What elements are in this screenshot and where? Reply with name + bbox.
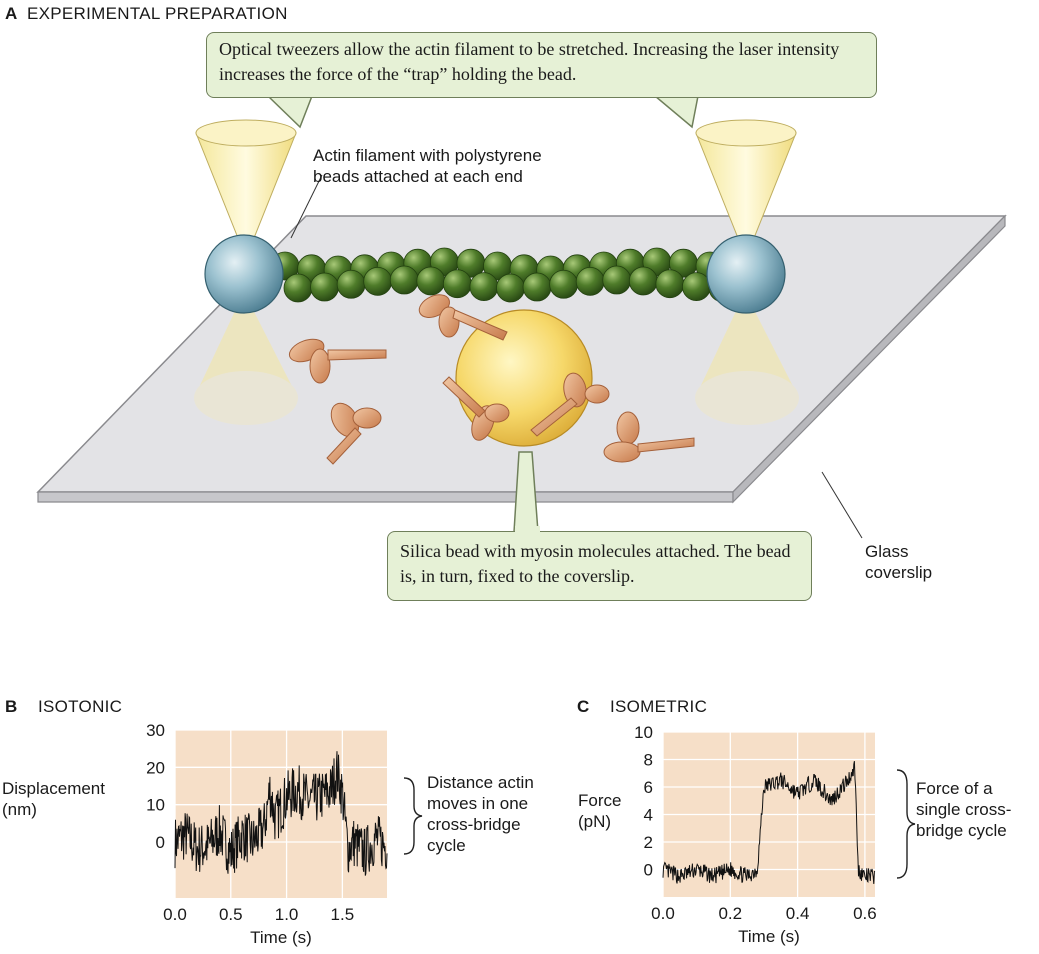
panel-c-title: ISOMETRIC — [610, 697, 708, 716]
lower-trap-cone-right — [695, 292, 799, 425]
y-tick-label: 6 — [644, 778, 653, 797]
panel-b-letter: B — [5, 697, 18, 716]
leader-lines — [290, 174, 863, 539]
panel-c-letter: C — [577, 697, 590, 716]
x-tick-label: 1.0 — [275, 905, 299, 924]
panel-c-ylabel: Force (pN) — [578, 791, 622, 831]
tweezers-callout-pointers — [266, 95, 699, 129]
myosin-molecules — [288, 294, 695, 465]
y-tick-label: 0 — [644, 861, 653, 880]
x-tick-label: 0.2 — [718, 904, 742, 923]
actin-monomer — [416, 266, 446, 296]
panel-b-ylabel: Displacement (nm) — [2, 779, 105, 819]
actin-monomer — [628, 266, 658, 296]
x-tick-label: 0.4 — [786, 904, 810, 923]
x-tick-label: 1.5 — [331, 905, 355, 924]
actin-monomer — [389, 265, 419, 295]
actin-monomer — [442, 269, 472, 299]
actin-monomer — [549, 269, 579, 299]
silica-pointer-cover — [515, 526, 540, 534]
actin-monomer — [363, 266, 393, 296]
x-axis-label: Time (s) — [250, 928, 312, 947]
glass-coverslip-label: Glass coverslip — [865, 542, 933, 582]
y-tick-label: 8 — [644, 751, 653, 770]
actin-monomer — [575, 266, 605, 296]
myosin-molecule — [530, 372, 610, 437]
actin-monomer — [682, 272, 711, 302]
x-axis-label: Time (s) — [738, 927, 800, 946]
actin-monomer — [655, 269, 685, 299]
x-tick-label: 0.5 — [219, 905, 243, 924]
myosin-molecule — [442, 376, 510, 441]
y-tick-label: 0 — [156, 833, 165, 852]
myosin-molecule — [288, 338, 387, 384]
x-tick-label: 0.0 — [651, 904, 675, 923]
polystyrene-bead-right — [706, 234, 786, 314]
y-tick-label: 20 — [146, 758, 165, 777]
x-tick-label: 0.0 — [163, 905, 187, 924]
y-tick-label: 10 — [634, 723, 653, 742]
myosin-molecule — [418, 294, 508, 341]
actin-monomer — [336, 269, 366, 299]
panel-c-brace — [896, 769, 916, 879]
y-tick-label: 30 — [146, 721, 165, 740]
tweezers-callout: Optical tweezers allow the actin filamen… — [206, 32, 877, 98]
polystyrene-bead-left — [204, 234, 284, 314]
data-trace — [662, 761, 876, 884]
panel-c-annotation: Force of a single cross-bridge cycle — [916, 779, 1012, 840]
actin-monomer — [283, 273, 313, 303]
myosin-molecule — [326, 402, 382, 465]
lower-trap-cone-left — [194, 292, 298, 425]
upper-trap-cone-right — [695, 119, 797, 260]
panel-a-title: EXPERIMENTAL PREPARATION — [27, 4, 288, 23]
panel-a-letter: A — [5, 4, 18, 23]
actin-monomer — [496, 273, 525, 303]
silica-bead-callout: Silica bead with myosin molecules attach… — [387, 531, 812, 601]
x-tick-label: 0.6 — [853, 904, 877, 923]
data-trace — [174, 751, 388, 876]
upper-trap-cone-left — [195, 119, 297, 260]
y-tick-label: 2 — [644, 833, 653, 852]
y-tick-label: 10 — [146, 796, 165, 815]
actin-monomer — [310, 272, 339, 302]
panel-b-title: ISOTONIC — [38, 697, 123, 716]
actin-filament-label: Actin filament with polystyrene beads at… — [313, 146, 542, 186]
y-tick-label: 4 — [644, 806, 653, 825]
actin-monomer — [522, 272, 552, 302]
panel-b-annotation: Distance actin moves in one cross-bridge… — [427, 773, 534, 855]
actin-monomer — [602, 265, 632, 295]
actin-filament — [270, 247, 738, 303]
panel-b-brace — [403, 777, 423, 855]
myosin-molecule — [603, 411, 695, 463]
experimental-preparation-illustration — [36, 119, 1007, 539]
actin-monomer — [469, 272, 499, 302]
